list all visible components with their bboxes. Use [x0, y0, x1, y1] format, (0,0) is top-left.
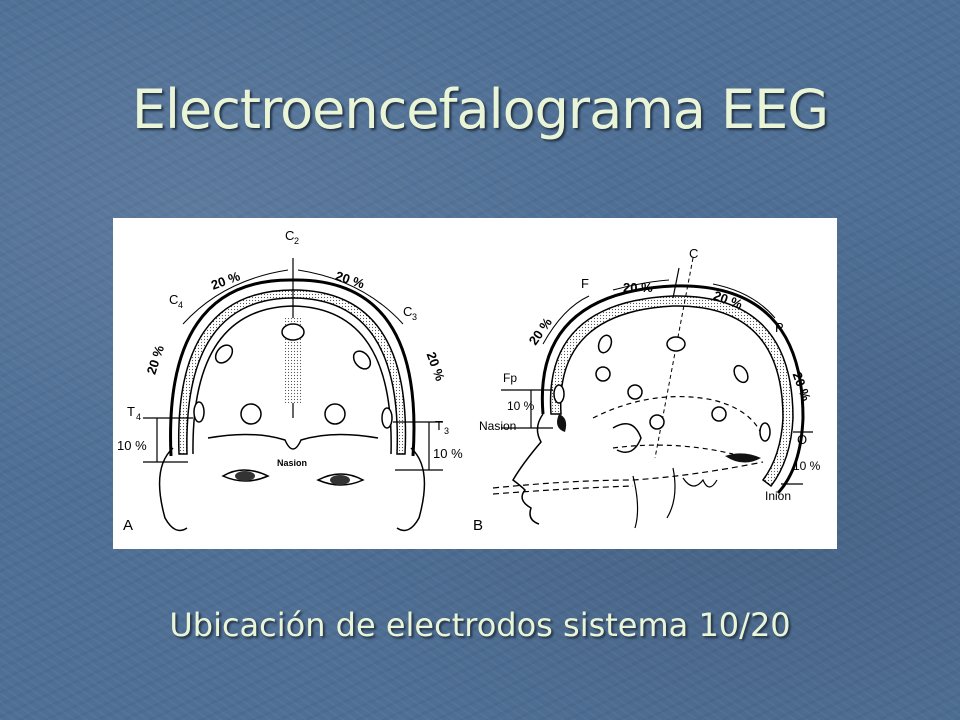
panel-a: C 2 C 4 C 3 T 4 T 3 20 % 20 % 20 % 20 % …: [117, 228, 463, 534]
label-panel-b: B: [473, 517, 483, 534]
label-t4-sub: 4: [136, 412, 141, 422]
electrode-c3: [352, 350, 372, 370]
diagram-drawing: C 2 C 4 C 3 T 4 T 3 20 % 20 % 20 % 20 % …: [117, 228, 821, 534]
label-panel-a: A: [123, 517, 133, 534]
slide-title: Electroencefalograma EEG: [131, 78, 829, 141]
electrode-c: [666, 336, 686, 352]
label-a-pct-top-right: 20 %: [334, 268, 367, 292]
electrode-b-mid-1: [595, 366, 611, 382]
panel-b-skull-band: [549, 295, 794, 488]
label-f: F: [581, 276, 589, 291]
panel-a-skull-band: [177, 289, 407, 455]
label-b-pct-right: 20 %: [790, 370, 814, 403]
label-b-pct-top-mid: 20 %: [623, 280, 653, 295]
electrode-t3: [381, 407, 393, 429]
slide-caption: Ubicación de electrodos sistema 10/20: [169, 606, 791, 644]
electrode-b-mid-3: [649, 414, 665, 430]
electrode-p: [733, 364, 749, 384]
electrode-c4: [214, 344, 234, 364]
electrode-o: [759, 422, 771, 442]
label-a-pct-side-right: 20 %: [424, 350, 448, 383]
electrode-fp: [553, 384, 565, 404]
panel-b-face-profile: [512, 413, 544, 525]
electrode-cz: [281, 323, 305, 341]
label-c3: C: [403, 304, 412, 319]
electrode-right-inner: [324, 403, 346, 425]
panel-a-left-ear: [158, 447, 188, 532]
panel-b-scalp-arc: [540, 284, 805, 495]
label-a-pct-bottom-left: 10 %: [117, 438, 147, 453]
label-t3: T: [435, 418, 443, 433]
label-p: P: [775, 320, 784, 335]
panel-b: C F P Fp O 20 % 20 % 20 % 20 % 10 % 10 %…: [473, 246, 821, 534]
label-o: O: [797, 432, 807, 447]
label-c4: C: [169, 292, 178, 307]
panel-b-jaw: [632, 467, 676, 529]
electrode-t4: [193, 401, 205, 423]
label-c: C: [689, 246, 698, 261]
label-b-pct-front: 10 %: [507, 399, 535, 413]
panel-b-ear: [612, 423, 642, 453]
label-c4-sub: 4: [178, 300, 183, 310]
label-a-nasion: Nasion: [277, 458, 307, 468]
label-b-pct-back: 10 %: [793, 459, 821, 473]
label-a-pct-bottom-right: 10 %: [433, 446, 463, 461]
label-cz: C: [285, 228, 294, 243]
label-cz-sub: 2: [294, 236, 299, 246]
electrode-f: [597, 334, 613, 354]
label-a-pct-side-left: 20 %: [144, 343, 168, 376]
panel-a-right-ear: [396, 447, 426, 532]
eeg-10-20-diagram: C 2 C 4 C 3 T 4 T 3 20 % 20 % 20 % 20 % …: [113, 218, 837, 549]
label-t3-sub: 3: [444, 426, 449, 436]
label-b-nasion: Nasion: [479, 419, 516, 433]
label-t4: T: [127, 404, 135, 419]
label-fp: Fp: [503, 371, 517, 385]
electrode-left-inner: [240, 403, 262, 425]
electrode-b-mid-2: [627, 384, 643, 400]
panel-a-brow: [207, 433, 379, 450]
label-b-inion: Inion: [765, 489, 791, 503]
electrode-b-mid-4: [711, 406, 727, 422]
label-c3-sub: 3: [412, 312, 417, 322]
